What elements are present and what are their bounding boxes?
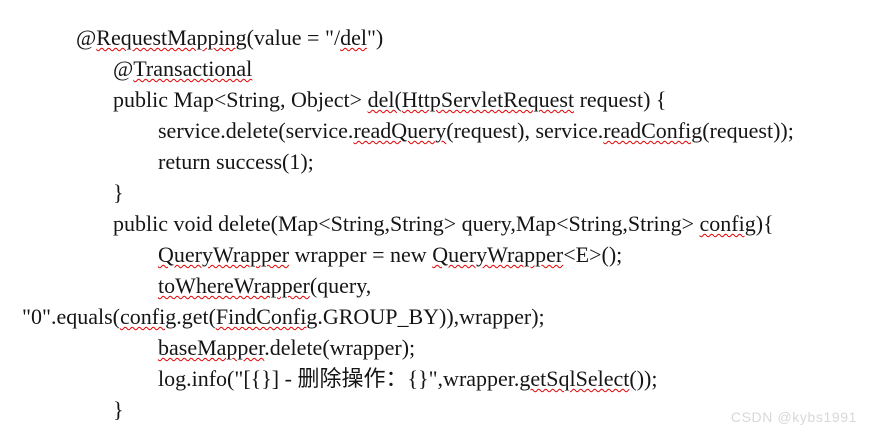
code-line: return success(1); bbox=[158, 146, 314, 177]
code-token: public Map<String, Object> bbox=[113, 87, 368, 112]
code-token: (value = "/ bbox=[246, 25, 341, 50]
code-token: service.delete(service. bbox=[158, 118, 354, 143]
code-token: @ bbox=[76, 25, 97, 50]
code-token: .delete(wrapper); bbox=[264, 335, 416, 360]
code-token: (request)); bbox=[702, 118, 794, 143]
spellcheck-token: del bbox=[340, 25, 367, 50]
code-line: @Transactional bbox=[113, 53, 252, 84]
code-token: @ bbox=[113, 56, 134, 81]
spellcheck-token: config bbox=[699, 211, 756, 236]
code-line: service.delete(service.readQuery(request… bbox=[158, 115, 794, 146]
code-token: .GROUP_BY)),wrapper); bbox=[317, 304, 545, 329]
spellcheck-token: baseMapper bbox=[158, 335, 265, 360]
code-token: public void delete(Map<String,String> qu… bbox=[113, 211, 700, 236]
code-token: (query, bbox=[309, 273, 372, 298]
spellcheck-token: toWhereWrapper bbox=[158, 273, 310, 298]
code-line: log.info("[{}] - 删除操作：{}",wrapper.getSql… bbox=[158, 363, 658, 394]
spellcheck-token: del(HttpServletRequest bbox=[367, 87, 575, 112]
code-line: @RequestMapping(value = "/del") bbox=[76, 22, 383, 53]
code-token: <E>(); bbox=[563, 242, 623, 267]
spellcheck-token: QueryWrapper bbox=[432, 242, 564, 267]
spellcheck-token: FindConfig bbox=[215, 304, 318, 329]
code-line: toWhereWrapper(query, bbox=[158, 270, 371, 301]
spellcheck-token: Transactional bbox=[133, 56, 253, 81]
code-token: wrapper = new bbox=[289, 242, 433, 267]
code-token: ()); bbox=[629, 366, 658, 391]
spellcheck-token: readConfig bbox=[603, 118, 703, 143]
spellcheck-token: readQuery bbox=[353, 118, 447, 143]
code-token: .get( bbox=[176, 304, 216, 329]
code-token: return success(1); bbox=[158, 149, 314, 174]
code-token: "0".equals( bbox=[22, 304, 120, 329]
code-token: ") bbox=[366, 25, 384, 50]
csdn-watermark: CSDN @kybs1991 bbox=[730, 409, 857, 425]
code-token: (request), service. bbox=[446, 118, 604, 143]
code-line: public Map<String, Object> del(HttpServl… bbox=[113, 84, 667, 115]
code-token: log.info("[{}] - 删除操作：{}",wrapper. bbox=[158, 366, 520, 391]
code-token: ){ bbox=[755, 211, 774, 236]
code-line: public void delete(Map<String,String> qu… bbox=[113, 208, 774, 239]
spellcheck-token: RequestMapping bbox=[96, 25, 247, 50]
code-line: "0".equals(config.get(FindConfig.GROUP_B… bbox=[22, 301, 545, 332]
spellcheck-token: getSqlSelect bbox=[519, 366, 630, 391]
spellcheck-token: QueryWrapper bbox=[158, 242, 290, 267]
code-token: } bbox=[113, 180, 124, 205]
code-token: request) { bbox=[574, 87, 667, 112]
code-line: } bbox=[113, 394, 124, 425]
code-line: baseMapper.delete(wrapper); bbox=[158, 332, 415, 363]
code-line: } bbox=[113, 177, 124, 208]
spellcheck-token: config bbox=[120, 304, 177, 329]
code-token: } bbox=[113, 397, 124, 422]
code-line: QueryWrapper wrapper = new QueryWrapper<… bbox=[158, 239, 622, 270]
